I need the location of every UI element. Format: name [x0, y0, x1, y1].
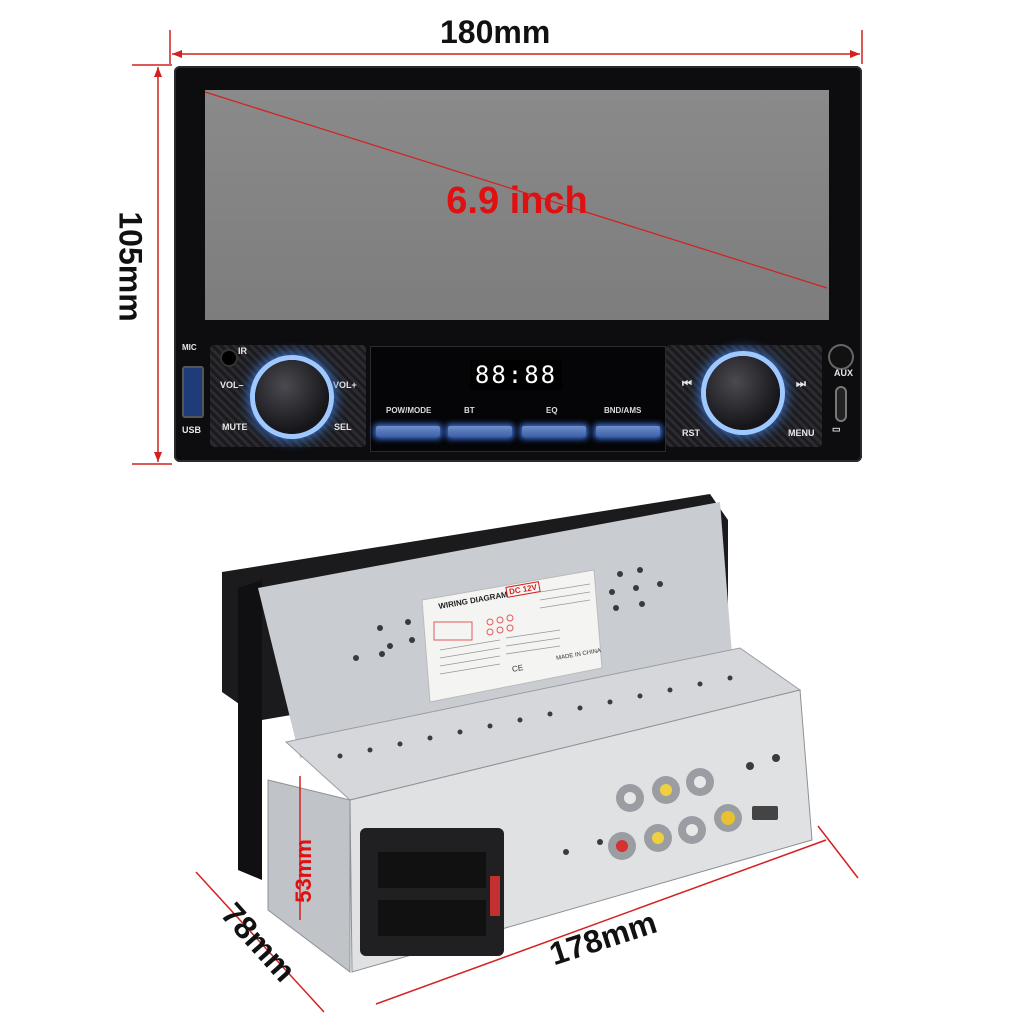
- tuning-knob[interactable]: [706, 356, 780, 430]
- aux-jack[interactable]: [830, 346, 852, 368]
- mic-label: MIC: [182, 343, 197, 352]
- vol-down-button[interactable]: VOL–: [220, 380, 244, 390]
- vol-up-button[interactable]: VOL+: [333, 380, 357, 390]
- width-dimension-label: 180mm: [440, 14, 551, 50]
- ir-label: IR: [238, 346, 247, 356]
- key-label-pow-mode: POW/MODE: [386, 406, 432, 415]
- wiring-diagram-sticker: [421, 569, 603, 703]
- bt-button[interactable]: [448, 426, 512, 437]
- screen-diagonal-line: [205, 91, 828, 289]
- screen-size-label: 6.9 inch: [446, 180, 588, 222]
- key-label-bnd-ams: BND/AMS: [604, 406, 642, 415]
- iso-wiring-connector: [360, 828, 504, 956]
- bnd-ams-button[interactable]: [596, 426, 660, 437]
- type-c-port[interactable]: [835, 386, 847, 422]
- key-label-bt: BT: [464, 406, 475, 415]
- side-height-dimension-label: 53mm: [290, 839, 316, 903]
- sticker-ce-mark: CE: [511, 663, 524, 674]
- rca-jacks: [608, 768, 742, 860]
- menu-button[interactable]: MENU: [788, 428, 815, 438]
- next-track-icon[interactable]: ⏭: [796, 378, 806, 390]
- eq-button[interactable]: [522, 426, 586, 437]
- previous-track-icon[interactable]: ⏮: [682, 378, 692, 390]
- usb-label: USB: [182, 425, 202, 435]
- height-dimension-label: 105mm: [112, 211, 149, 322]
- chassis-side-plate: [267, 779, 351, 974]
- clock-display: 88:88: [470, 360, 562, 390]
- rst-button[interactable]: RST: [682, 428, 700, 438]
- charge-icon: ▭: [832, 424, 841, 434]
- rear-usb-port: [752, 806, 778, 820]
- chassis-illustration: [195, 494, 859, 1013]
- volume-knob[interactable]: [255, 360, 329, 434]
- display-screen: [205, 90, 829, 320]
- sel-button[interactable]: SEL: [334, 422, 352, 432]
- usb-port[interactable]: [182, 366, 204, 418]
- fuse: [490, 876, 500, 916]
- pow-mode-button[interactable]: [376, 426, 440, 437]
- mute-button[interactable]: MUTE: [222, 422, 248, 432]
- front-dimension-lines: [132, 30, 863, 465]
- key-label-eq: EQ: [546, 406, 558, 415]
- ir-sensor: [222, 351, 236, 365]
- aux-label: AUX: [834, 368, 854, 378]
